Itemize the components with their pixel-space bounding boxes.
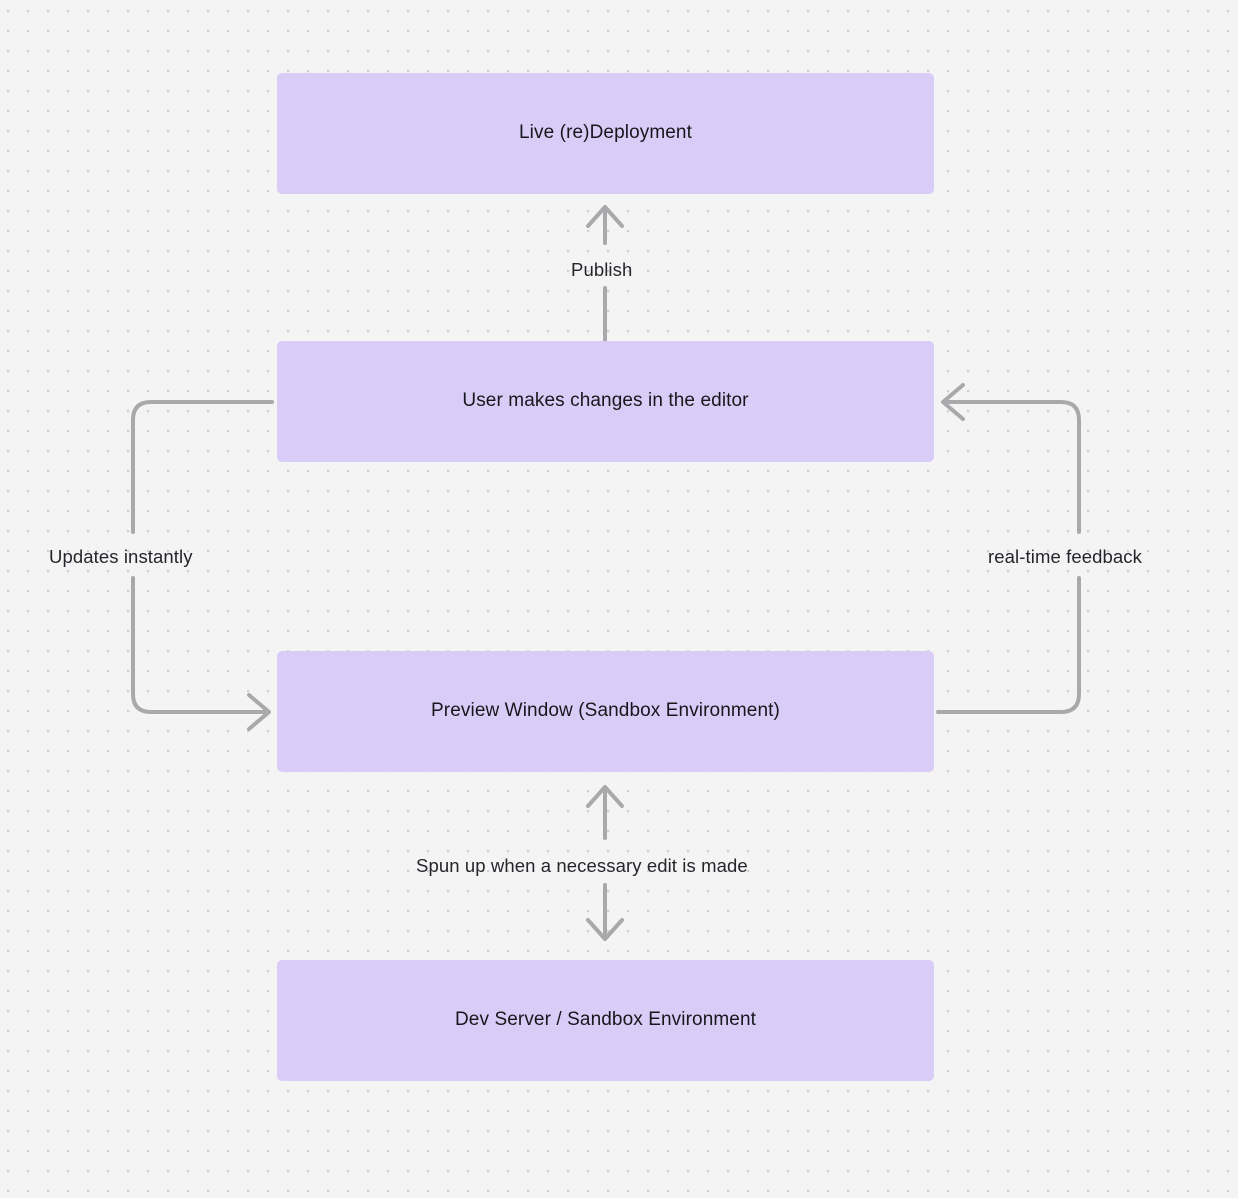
edge-realtime-segment-upper [942,400,1081,534]
edge-spun-arrowhead-up [586,785,624,808]
node-live-redeployment[interactable]: Live (re)Deployment [277,73,934,194]
node-dev-server[interactable]: Dev Server / Sandbox Environment [277,960,934,1081]
node-preview-window[interactable]: Preview Window (Sandbox Environment) [277,651,934,772]
edge-label-updates-instantly[interactable]: Updates instantly [49,546,193,567]
edge-updates-arrowhead-right [247,693,271,731]
node-label: Dev Server / Sandbox Environment [454,1009,756,1031]
edge-publish-arrowhead-up [586,205,624,228]
node-label: User makes changes in the editor [462,390,749,412]
node-user-makes-changes[interactable]: User makes changes in the editor [277,341,934,462]
node-label: Preview Window (Sandbox Environment) [431,700,780,722]
edge-label-spun-up[interactable]: Spun up when a necessary edit is made [416,855,748,876]
edge-label-real-time-feedback[interactable]: real-time feedback [988,546,1142,567]
node-label: Live (re)Deployment [519,122,692,144]
edge-realtime-segment-lower [936,576,1081,714]
edge-spun-arrowhead-down [586,918,624,941]
edge-updates-segment-lower [131,576,270,714]
edge-updates-segment-upper [131,400,274,534]
edge-label-publish[interactable]: Publish [571,259,633,280]
edge-realtime-arrowhead-left [941,383,965,421]
